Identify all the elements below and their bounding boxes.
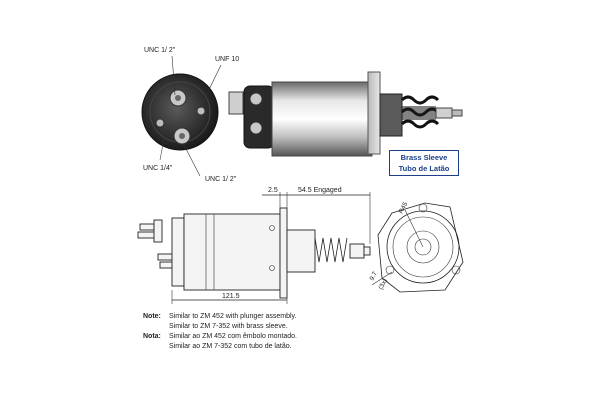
dim-length: 121.5 — [222, 293, 240, 300]
end-view-photo — [141, 73, 219, 151]
terminal-small-left — [155, 118, 165, 128]
note-en-2: Similar to ZM 7-352 with brass sleeve. — [143, 322, 297, 332]
callout-unc-quarter: UNC 1/4" — [143, 165, 173, 172]
dim-offset: 2.5 — [268, 187, 278, 194]
side-view-drawing — [137, 192, 371, 304]
dim-radius: R45 — [398, 201, 410, 215]
note-en-label: Note: — [143, 313, 161, 320]
brass-sleeve-line1: Brass Sleeve — [400, 153, 448, 162]
note-pt-line2: Similar ao ZM 7-352 com tubo de latão. — [169, 343, 292, 350]
callout-unf-10: UNF 10 — [215, 56, 239, 63]
callout-lines — [159, 55, 222, 177]
dim-hole-count: (3x) — [378, 278, 389, 291]
terminal-stud-top — [169, 89, 187, 107]
side-view-photo — [228, 71, 463, 157]
dim-hole: 9.7 — [369, 270, 380, 282]
terminal-small-right — [196, 106, 206, 116]
front-view-drawing — [371, 202, 464, 293]
note-pt-line1: Similar ao ZM 452 com êmbolo montado. — [169, 333, 297, 340]
brass-sleeve-label: Brass Sleeve Tubo de Latão — [389, 150, 459, 176]
note-pt-label: Nota: — [143, 333, 161, 340]
note-pt-2: Similar ao ZM 7-352 com tubo de latão. — [143, 342, 297, 352]
dim-engaged: 54.5 Engaged — [298, 187, 342, 194]
note-en-1: Note: Similar to ZM 452 with plunger asse… — [143, 312, 297, 322]
note-en-line1: Similar to ZM 452 with plunger assembly. — [169, 313, 297, 320]
brass-sleeve-line2: Tubo de Latão — [398, 164, 450, 173]
note-en-line2: Similar to ZM 7-352 with brass sleeve. — [169, 323, 288, 330]
notes-block: Note: Similar to ZM 452 with plunger asse… — [143, 312, 297, 352]
terminal-stud-bottom — [173, 127, 191, 145]
callout-unc-half-top: UNC 1/ 2" — [144, 47, 176, 54]
note-pt-1: Nota: Similar ao ZM 452 com êmbolo montad… — [143, 332, 297, 342]
callout-unc-half-bottom: UNC 1/ 2" — [205, 176, 237, 183]
